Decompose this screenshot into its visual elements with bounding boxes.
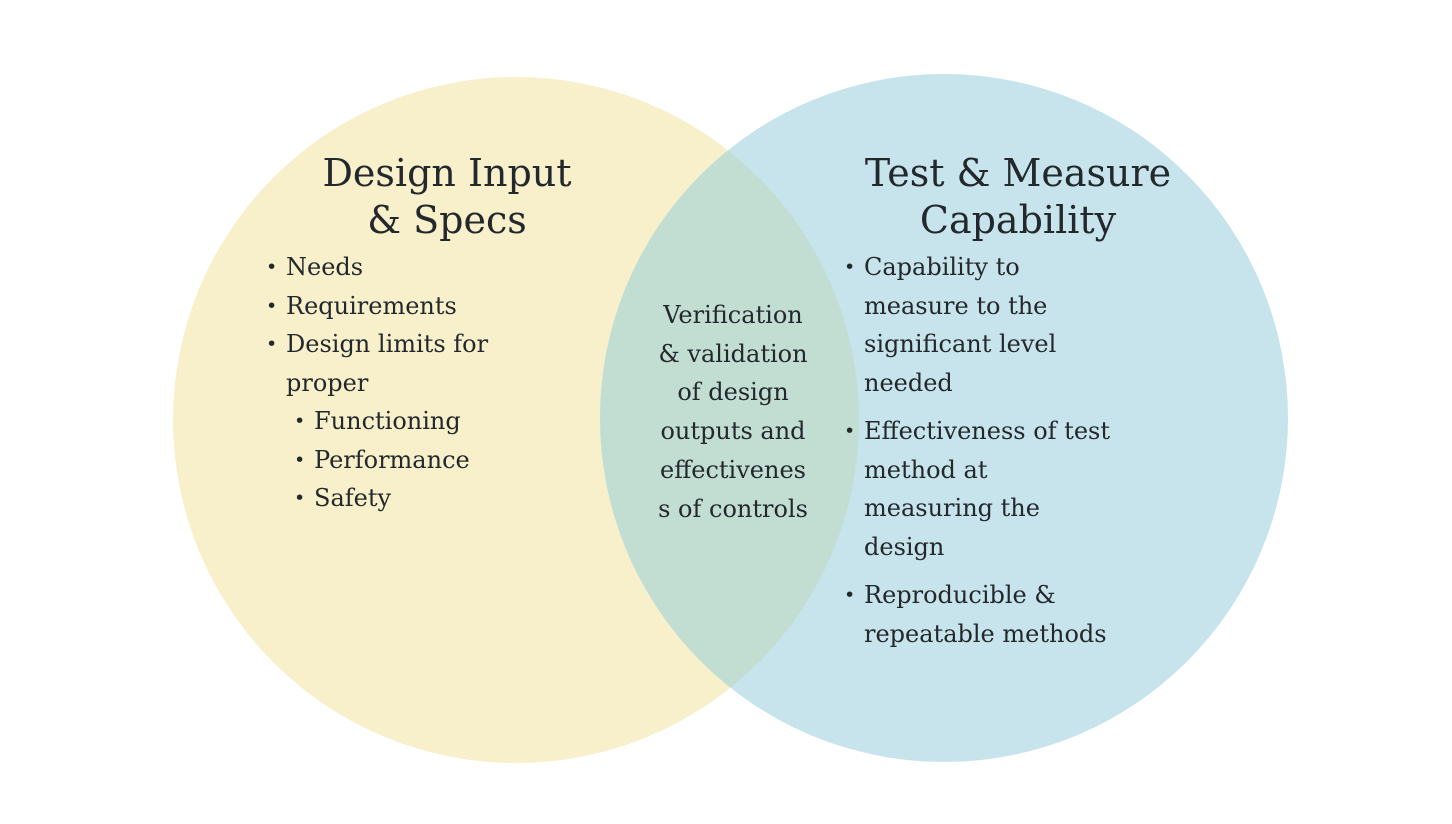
left-circle-list: • Needs • Requirements • Design limits f…	[262, 248, 572, 518]
right-circle-title: Test & Measure Capability	[864, 151, 1172, 242]
list-item-text: Performance	[314, 445, 470, 474]
bullet-icon: •	[266, 294, 278, 317]
bullet-icon: •	[266, 256, 278, 278]
bullet-icon: •	[294, 487, 306, 509]
list-item-text: Requirements	[286, 291, 457, 320]
list-item: • Design limits for proper	[262, 325, 572, 402]
left-circle-title: Design Input & Specs	[322, 151, 572, 242]
list-item-text: Effectiveness of test method at measurin…	[864, 417, 1110, 561]
list-item: • Capability to measure to the significa…	[840, 248, 1190, 402]
bullet-icon: •	[844, 420, 856, 442]
bullet-icon: •	[266, 333, 278, 355]
bullet-icon: •	[844, 584, 856, 606]
bullet-icon: •	[294, 448, 306, 471]
list-item-text: Needs	[286, 253, 364, 281]
list-item: • Needs	[262, 248, 572, 287]
left-circle-sub-list: • Functioning • Performance • Safety	[290, 402, 572, 518]
overlap-text: Verification & validation of design outp…	[658, 301, 808, 523]
bullet-icon: •	[294, 410, 306, 432]
list-item-text: Design limits for proper	[286, 330, 489, 397]
list-item: • Effectiveness of test method at measur…	[840, 412, 1190, 566]
bullet-icon: •	[844, 256, 856, 278]
list-item: • Performance	[290, 441, 572, 480]
list-item: • Reproducible & repeatable methods	[840, 576, 1190, 653]
list-item-text: Safety	[314, 484, 392, 512]
right-circle-list: • Capability to measure to the significa…	[840, 248, 1190, 653]
list-item: • Safety	[290, 479, 572, 518]
list-item: • Requirements	[262, 287, 572, 326]
list-item-text: Functioning	[314, 407, 461, 435]
overlap-lens	[600, 74, 1288, 762]
list-item-text: Capability to measure to the significant…	[864, 253, 1057, 397]
list-item: • Functioning	[290, 402, 572, 441]
list-item-text: Reproducible & repeatable methods	[864, 581, 1107, 648]
